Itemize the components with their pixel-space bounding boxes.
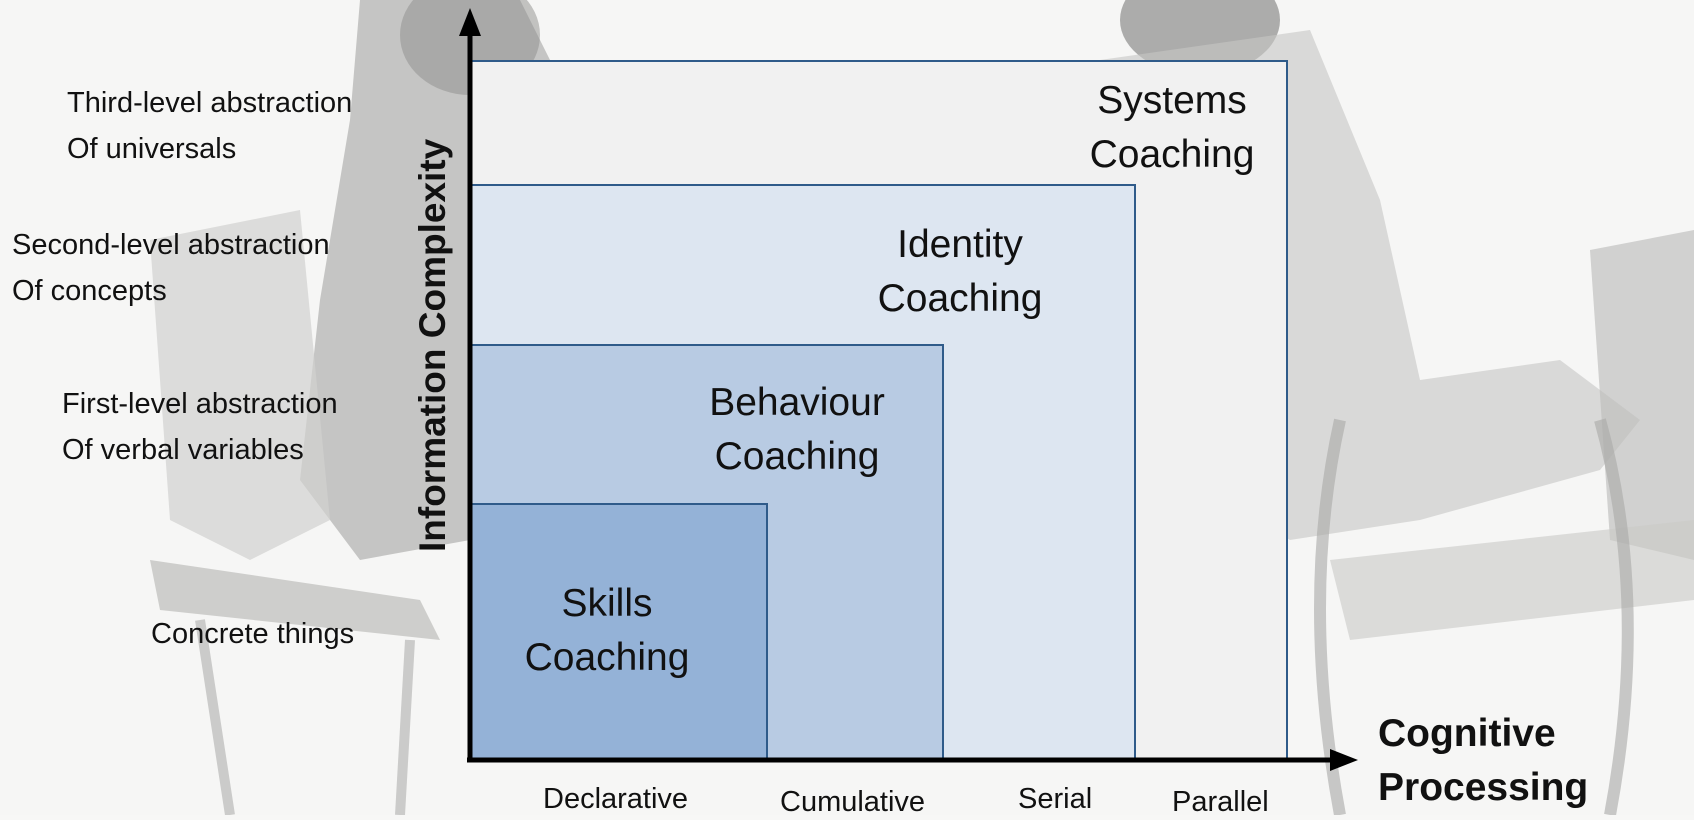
behaviour-coaching-line2: Coaching [714, 435, 880, 478]
y-level-second: Second-level abstraction Of concepts [12, 222, 330, 314]
x-axis-arrowhead [1330, 749, 1358, 771]
y-axis-title: Information Complexity [412, 138, 453, 552]
x-tick-serial: Serial [1018, 783, 1093, 815]
y-level-concrete: Concrete things [151, 611, 354, 657]
systems-coaching-label: Systems Coaching [1072, 74, 1272, 182]
skills-coaching-label: Skills Coaching [502, 577, 712, 685]
y-level-first-line1: First-level abstraction [62, 388, 338, 420]
skills-coaching-line1: Skills [561, 582, 653, 625]
y-level-concrete-line1: Concrete things [151, 618, 355, 650]
x-axis-title-line1: Cognitive [1378, 712, 1556, 755]
x-tick-cumulative: Cumulative [780, 786, 926, 818]
identity-coaching-line1: Identity [897, 223, 1023, 266]
identity-coaching-label: Identity Coaching [860, 218, 1060, 326]
x-axis-title-line2: Processing [1378, 766, 1589, 809]
y-level-first: First-level abstraction Of verbal variab… [62, 381, 338, 473]
y-level-third: Third-level abstraction Of universals [67, 80, 352, 172]
behaviour-coaching-line1: Behaviour [709, 381, 885, 424]
y-axis-arrowhead [459, 8, 481, 36]
x-tick-declarative: Declarative [543, 783, 689, 815]
x-axis-title: Cognitive Processing [1378, 707, 1588, 815]
y-level-third-line2: Of universals [67, 133, 237, 165]
y-level-second-line1: Second-level abstraction [12, 229, 330, 261]
x-tick-parallel: Parallel [1172, 786, 1269, 818]
systems-coaching-line1: Systems [1097, 79, 1247, 122]
skills-coaching-box: Skills Coaching [470, 503, 768, 760]
skills-coaching-line2: Coaching [524, 636, 690, 679]
behaviour-coaching-label: Behaviour Coaching [682, 376, 912, 484]
identity-coaching-line2: Coaching [877, 277, 1043, 320]
y-level-third-line1: Third-level abstraction [67, 87, 353, 119]
systems-coaching-line2: Coaching [1089, 133, 1255, 176]
y-level-first-line2: Of verbal variables [62, 434, 304, 466]
y-level-second-line2: Of concepts [12, 275, 167, 307]
